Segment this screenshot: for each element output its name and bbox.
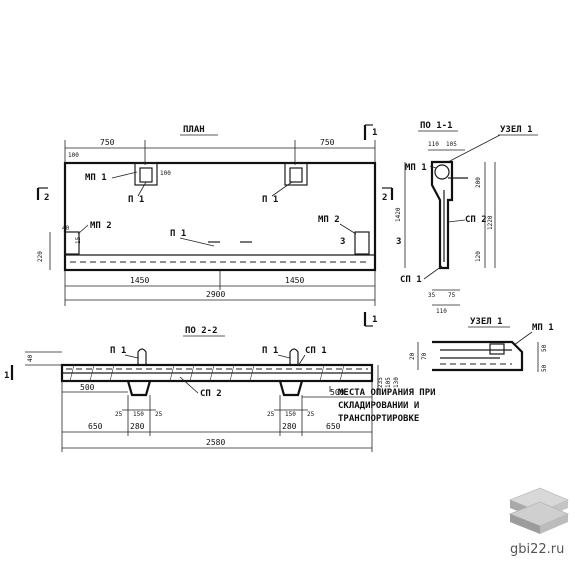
section22-dim-25-b: 25 (155, 411, 163, 418)
node1-profile (432, 340, 524, 372)
section11-dim-top-a: 110 (428, 141, 439, 148)
section22-dim-25-a: 25 (115, 411, 123, 418)
plan-dim-top-left: 750 (100, 138, 115, 147)
plan-section-mark-1-bottom: 1 (372, 315, 377, 325)
section11-dim-75: 75 (448, 292, 456, 299)
plan-dim-bottom-right: 1450 (285, 276, 304, 285)
section22-dim-40: 40 (27, 354, 34, 362)
section22-loop-right (289, 348, 299, 365)
section11-dim-120: 120 (475, 251, 482, 262)
section11-dim-110: 110 (436, 308, 447, 315)
plan-dim-side-b: 40 (62, 225, 70, 232)
section22-dim-500-left: 500 (80, 383, 95, 392)
plan-label-mp1: МП 1 (85, 173, 107, 183)
node1-dim-20: 20 (409, 352, 416, 360)
stack-icon (508, 487, 570, 534)
section22-title: ПО 2-2 (185, 326, 218, 336)
plan-plate-left (64, 231, 80, 255)
plan-dim-top-right: 750 (320, 138, 335, 147)
section11-sp2: СП 2 (465, 215, 487, 225)
section11-dim-35: 35 (428, 292, 436, 299)
node1-mp1: МП 1 (532, 323, 554, 333)
brand-logo: gbi22.ru (508, 487, 570, 557)
section11-dim-1220: 1220 (487, 215, 494, 230)
section22-dim-130: 130 (393, 377, 400, 388)
section11-dim-top-b: 105 (446, 141, 457, 148)
node1-dim-50-b: 50 (541, 364, 548, 372)
plan-dim-small-a: 100 (68, 152, 79, 159)
plan-dim-side-c: 15 (75, 236, 82, 244)
node1-dim-70: 70 (421, 352, 428, 360)
section22-p1-right: П 1 (262, 346, 278, 356)
section22-mark-1: 1 (4, 371, 9, 381)
plan-dim-side-a: 220 (37, 251, 44, 262)
section22-sp1: СП 1 (305, 346, 327, 356)
node1-dim-50-a: 50 (541, 344, 548, 352)
plan-section-mark-3-right: 3 (396, 237, 401, 247)
section22-dim-650-right: 650 (326, 422, 341, 431)
section11-title: ПО 1-1 (420, 121, 453, 131)
plan-label-p1-right: П 1 (262, 195, 278, 205)
section22-sp2: СП 2 (200, 389, 222, 399)
section22-note-line2: СКЛАДИРОВАНИИ И (338, 401, 419, 411)
node-1-detail: УЗЕЛ 1 МП 1 20 70 50 50 (409, 317, 554, 372)
plan-loop-right (284, 162, 308, 186)
plan-loop-left (134, 162, 158, 186)
section11-mp1: МП 1 (405, 163, 427, 173)
plan-section-mark-1-top: 1 (372, 128, 377, 138)
section22-dim-500-right: 500 (330, 388, 345, 397)
node1-title: УЗЕЛ 1 (470, 317, 503, 327)
section22-loop-left (137, 348, 147, 365)
section11-node-label: УЗЕЛ 1 (500, 125, 533, 135)
section11-profile (430, 160, 454, 270)
section22-note-line3: ТРАНСПОРТИРОВКЕ (338, 414, 419, 424)
section22-dim-total: 2580 (206, 438, 225, 447)
plan-label-mp2-left: МП 2 (90, 221, 112, 231)
section11-dim-1420: 1420 (395, 207, 402, 222)
section22-dim-150-a: 150 (133, 411, 144, 418)
plan-label-p1-center: П 1 (170, 229, 186, 239)
plan-dim-small-b: 100 (160, 170, 171, 177)
plan-plate-right (354, 231, 370, 255)
section22-rib-right (278, 380, 304, 397)
section11-sp1: СП 1 (400, 275, 422, 285)
plan-section-mark-2-right: 2 (382, 193, 387, 203)
section22-dim-25-d: 25 (307, 411, 315, 418)
plan-label-p1-left: П 1 (128, 195, 144, 205)
section22-dim-280-left: 280 (130, 422, 145, 431)
section22-dim-280-right: 280 (282, 422, 297, 431)
section22-dim-25-c: 25 (267, 411, 275, 418)
section22-dim-150-b: 150 (285, 411, 296, 418)
section22-dim-650-left: 650 (88, 422, 103, 431)
plan-label-mp2-right: МП 2 (318, 215, 340, 225)
section-1-1: ПО 1-1 УЗЕЛ 1 110 105 МП 1 СП 2 СП 1 142… (395, 121, 538, 315)
section-2-2: ПО 2-2 П 1 П 1 СП 1 СП 2 40 (4, 326, 436, 452)
section22-dim-105: 105 (385, 377, 392, 388)
plan-section-mark-3-left: 3 (340, 237, 345, 247)
plan-dim-total: 2900 (206, 290, 225, 299)
brand-site-text: gbi22.ru (510, 542, 564, 557)
plan-view: ПЛАН 750 750 100 100 МП 1 П 1 П 1 П 1 (36, 124, 401, 327)
plan-section-mark-2-left: 2 (44, 193, 49, 203)
section22-p1-left: П 1 (110, 346, 126, 356)
plan-dim-bottom-left: 1450 (130, 276, 149, 285)
plan-title: ПЛАН (183, 125, 205, 135)
section11-dim-200: 200 (475, 177, 482, 188)
section22-rib-left (126, 380, 152, 397)
section22-note-line1: МЕСТА ОПИРАНИЯ ПРИ (338, 388, 436, 398)
section22-dim-235: 235 (377, 377, 384, 388)
